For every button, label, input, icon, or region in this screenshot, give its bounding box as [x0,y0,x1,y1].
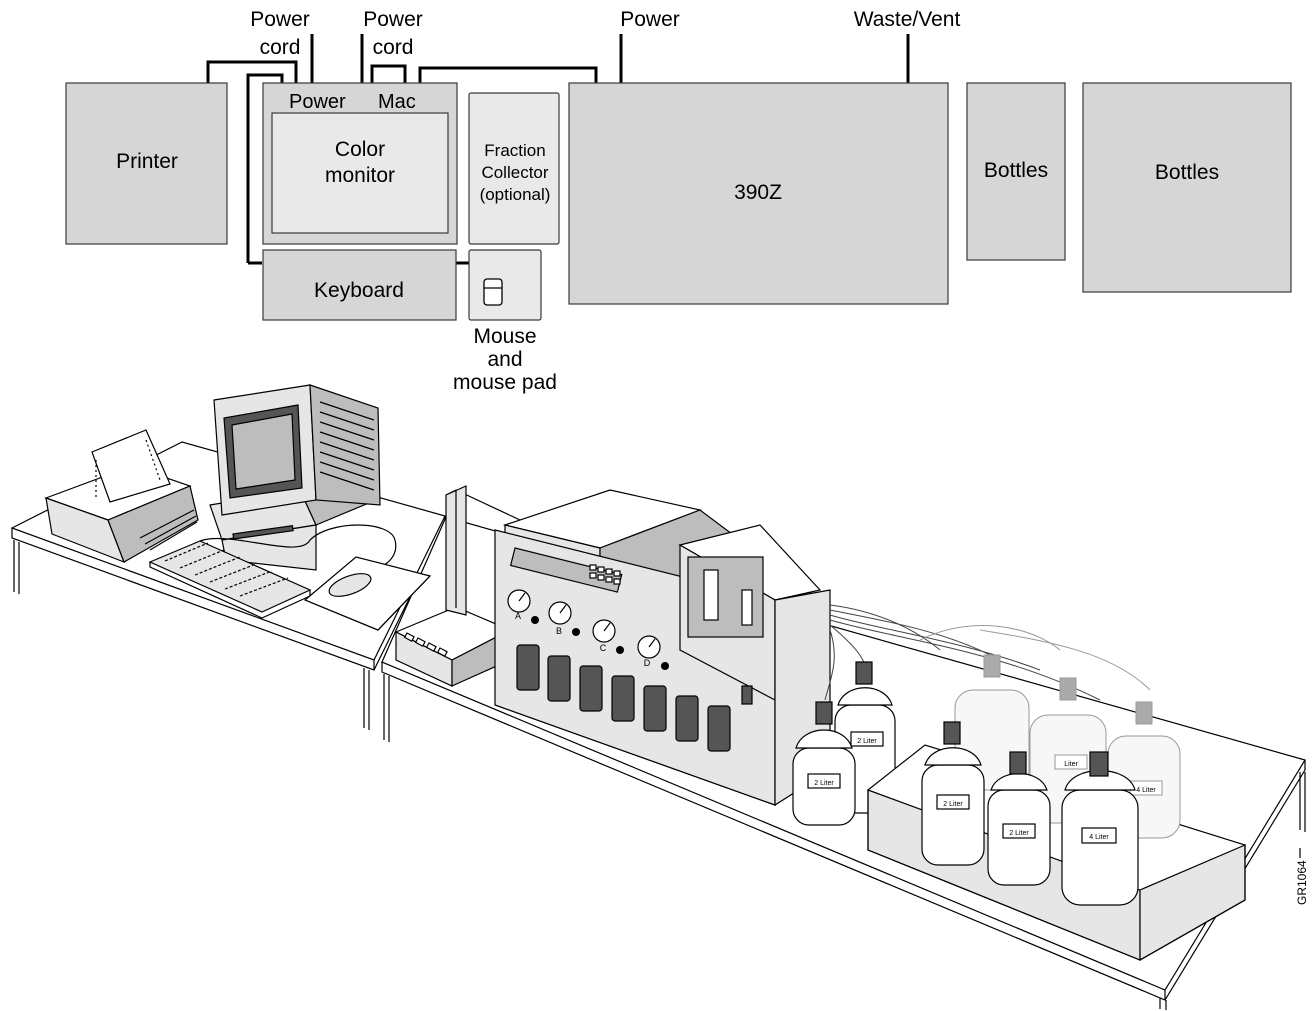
mouse-label-line2: and [487,348,522,371]
bottles-small-label: Bottles [984,159,1048,182]
gauge-c-label: C [600,643,607,653]
bottle-tray-2-label: 2 Liter [1009,830,1029,837]
mouse-icon [484,279,502,305]
power-cord-1-label-line1: Power [250,8,310,31]
power-cord-1-label-line2: cord [260,36,301,59]
mouse-pad-box [469,250,541,320]
fraction-collector-label-line3: (optional) [480,185,551,204]
layout-diagram: Printer Power Mac Color monitor Fraction… [66,8,1291,394]
instrument-label: 390Z [734,181,782,204]
power-cord-2-label-line2: cord [373,36,414,59]
mouse-label-line1: Mouse [473,325,536,348]
gauge-b-label: B [556,626,562,636]
color-monitor-label-line2: monitor [325,164,395,187]
bottle-rear-left-label: 2 Liter [857,738,877,745]
instrument-power-label: Power [620,8,680,31]
gauge-d-label: D [644,658,651,668]
bench-illustration: A B C D [12,385,1309,1010]
power-cord-2-label-line1: Power [363,8,423,31]
figure-id: GR1064 [1295,860,1309,905]
bottles-large-box [1083,83,1291,292]
mac-power-label: Power [289,91,346,113]
bottle-front-left-label: 2 Liter [814,780,834,787]
printer-label: Printer [116,150,178,173]
mac-label: Mac [378,91,416,113]
fraction-collector-label-line1: Fraction [484,141,545,160]
bottle-tray-1-label: 2 Liter [943,801,963,808]
instrument-illustration: A B C D [495,490,830,805]
bottle-tray-back-1-label: Liter [1064,761,1078,768]
waste-vent-label: Waste/Vent [854,8,961,31]
keyboard-label: Keyboard [314,279,404,302]
gauge-a-label: A [515,611,521,621]
mouse-label-line3: mouse pad [453,371,557,394]
bottle-tray-3-label: 4 Liter [1089,834,1109,841]
bottle-tray-back-2-label: 4 Liter [1136,787,1156,794]
bottles-large-label: Bottles [1155,161,1219,184]
color-monitor-label-line1: Color [335,138,385,161]
fraction-collector-label-line2: Collector [481,163,548,182]
